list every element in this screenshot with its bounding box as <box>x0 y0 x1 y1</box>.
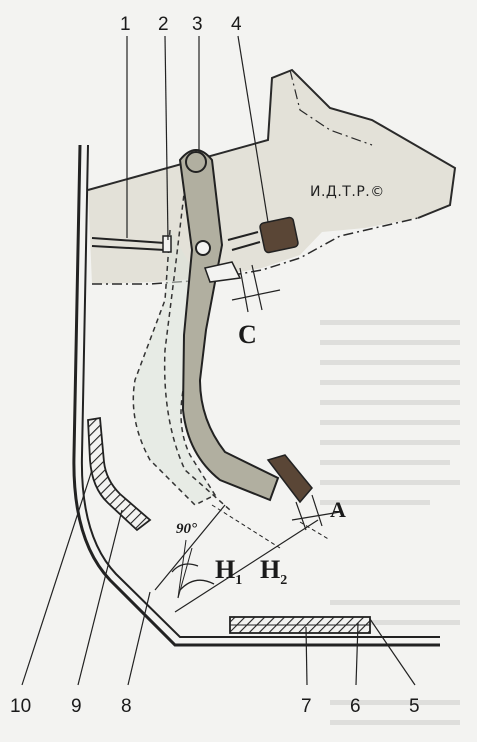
dim-a-arrow <box>291 511 341 521</box>
pedal-arm <box>178 149 280 502</box>
angle-ray-2 <box>177 539 187 599</box>
bracket-dash-line-top <box>289 69 373 146</box>
pedal-pad <box>266 454 313 504</box>
pedal-ghost-inner <box>163 159 231 511</box>
callout-3: 3 <box>192 14 203 35</box>
dim-h1-dash <box>211 504 281 549</box>
pedal-stop <box>259 216 299 254</box>
callout-6: 6 <box>350 696 361 717</box>
callout-10: 10 <box>10 696 31 717</box>
pedal-pivot <box>185 151 207 173</box>
dim-h2-sub: 2 <box>280 573 287 588</box>
dim-c-line-a <box>239 267 249 313</box>
dim-c-line-b <box>251 264 263 311</box>
angle-label: 90° <box>176 521 197 537</box>
leader-2 <box>164 35 169 241</box>
dim-h2-letter: H <box>260 555 280 584</box>
angle-ray-1 <box>177 547 193 599</box>
dim-a-label: A <box>330 497 346 522</box>
push-rod-clevis <box>162 235 172 253</box>
callout-9: 9 <box>71 696 82 717</box>
leader-7 <box>305 626 308 686</box>
dim-h1-label: H1 <box>215 555 242 588</box>
leader-8 <box>127 591 151 686</box>
angle-arc-1 <box>171 563 199 573</box>
dim-c-label: C <box>238 320 257 349</box>
leader-10 <box>21 469 93 686</box>
floor-panel-inner <box>80 144 440 638</box>
dim-h2-label: H2 <box>260 555 287 588</box>
dim-h1-letter: H <box>215 555 235 584</box>
leader-4 <box>237 35 269 223</box>
callout-7: 7 <box>301 696 312 717</box>
leader-5 <box>369 618 416 686</box>
pedal-lever-hole <box>195 240 211 256</box>
callout-4: 4 <box>231 14 242 35</box>
pedal-bracket <box>88 70 455 284</box>
dim-a-line-a <box>295 501 307 531</box>
floor-panel <box>72 144 440 647</box>
watermark: И.Д.Т.Р.© <box>310 184 385 200</box>
dim-h2-dash <box>299 521 331 541</box>
callout-8: 8 <box>121 696 132 717</box>
leader-9 <box>77 509 123 686</box>
leader-6 <box>355 622 359 686</box>
dim-c-arrow <box>231 289 281 301</box>
bracket-outline <box>87 68 457 219</box>
background-text-bleed <box>320 320 460 725</box>
callout-2: 2 <box>158 14 169 35</box>
switch-bracket <box>204 261 242 283</box>
callout-1: 1 <box>120 14 131 35</box>
switch-screw-2 <box>231 241 261 251</box>
dim-h2-line <box>174 519 319 613</box>
switch-screw <box>227 231 259 241</box>
angle-arc-2 <box>179 579 215 591</box>
dim-h1-line <box>154 504 226 591</box>
dim-a-line-b <box>311 494 323 527</box>
push-rod-2 <box>91 245 166 251</box>
callout-5: 5 <box>409 696 420 717</box>
push-rod <box>91 237 166 244</box>
floor-insulation <box>87 416 152 532</box>
dim-h1-sub: 1 <box>235 573 242 588</box>
